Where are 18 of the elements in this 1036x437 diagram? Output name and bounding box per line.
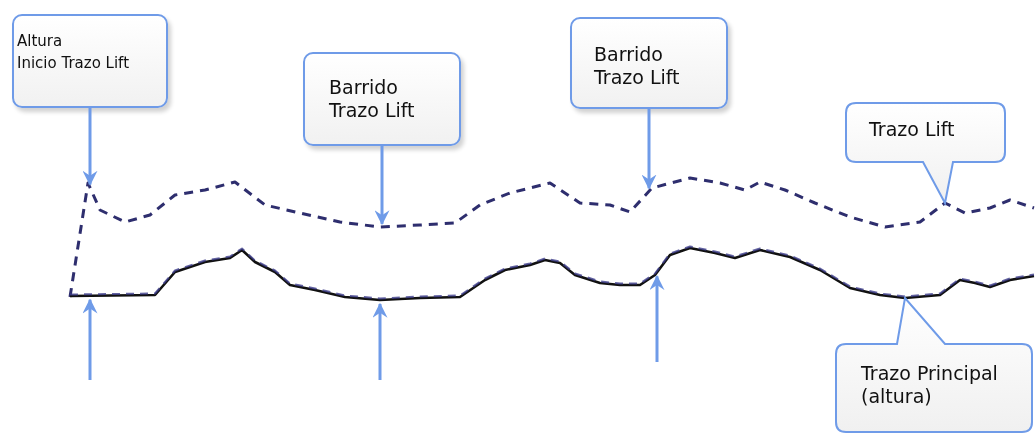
callout-text: Trazo Lift xyxy=(869,118,956,142)
callout-box xyxy=(570,17,728,109)
callout-text: Barrido Trazo Lift xyxy=(329,76,416,123)
callout-text: Altura xyxy=(17,32,64,51)
callout-box xyxy=(835,296,1034,434)
callout-text: Inicio Trazo Lift xyxy=(17,54,131,73)
arrow xyxy=(82,108,98,186)
callout-text: Barrido Trazo Lift xyxy=(594,43,681,90)
arrow xyxy=(374,146,390,226)
callout-box xyxy=(12,14,168,108)
callout-box xyxy=(845,102,1007,205)
arrow xyxy=(82,298,98,380)
callout-box xyxy=(303,52,461,146)
arrow xyxy=(649,275,665,362)
callout-text: Trazo Principal (altura) xyxy=(861,362,999,409)
arrow xyxy=(641,109,657,190)
arrow xyxy=(372,302,388,380)
lift-trace-line xyxy=(68,176,1035,298)
